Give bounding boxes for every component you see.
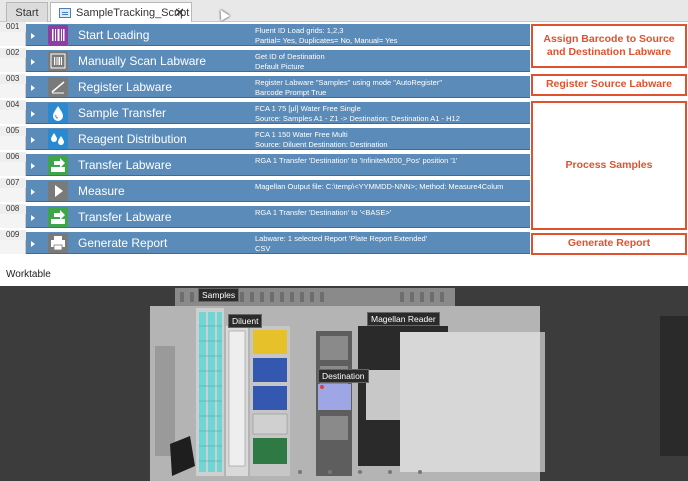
droplet-icon xyxy=(48,103,68,123)
barcode-scan-icon xyxy=(48,51,68,71)
step-bar[interactable]: Generate Report Labware: 1 selected Repo… xyxy=(26,232,530,254)
step-detail-line1: FCA 1 75 [µl] Water Free Single xyxy=(255,104,361,113)
step-number-gutter xyxy=(0,136,26,150)
tab-start[interactable]: Start xyxy=(6,2,48,22)
tab-sampletracking-script[interactable]: SampleTracking_Script ✕ xyxy=(50,2,192,22)
step-detail-line1: Magellan Output file: C:\temp\<YYMMDD-NN… xyxy=(255,182,504,191)
step-detail-line1: RGA 1 Transfer 'Destination' to '<BASE>' xyxy=(255,208,392,217)
step-number-gutter xyxy=(0,214,26,228)
expand-arrow-icon[interactable] xyxy=(31,189,35,195)
step-bar[interactable]: Start Loading Fluent ID Load grids: 1,2,… xyxy=(26,24,530,46)
label-destination: Destination xyxy=(318,369,369,383)
label-samples: Samples xyxy=(198,288,240,302)
callout-generate-report: Generate Report xyxy=(531,233,687,255)
step-number: 008 xyxy=(0,204,26,214)
step-name: Manually Scan Labware xyxy=(78,54,207,68)
register-icon xyxy=(48,77,68,97)
callout-assign-barcode: Assign Barcode to Source and Destination… xyxy=(531,24,687,68)
tab-script-label: SampleTracking_Script xyxy=(76,6,190,19)
step-detail-line1: RGA 1 Transfer 'Destination' to 'Infinit… xyxy=(255,156,458,165)
script-step-row[interactable]: 008 Transfer Labware RGA 1 Transfer 'Des… xyxy=(0,204,688,228)
step-name: Start Loading xyxy=(78,28,150,42)
expand-arrow-icon[interactable] xyxy=(31,59,35,65)
expand-arrow-icon[interactable] xyxy=(31,241,35,247)
multi-droplet-icon xyxy=(48,129,68,149)
step-detail-line2: Default Picture xyxy=(255,62,305,71)
script-step-row[interactable]: 003 Register Labware Register Labware "S… xyxy=(0,74,688,98)
script-step-row[interactable]: 004 Sample Transfer FCA 1 75 [µl] Water … xyxy=(0,100,688,124)
play-icon xyxy=(48,181,68,201)
tab-bar: Start SampleTracking_Script ✕ xyxy=(0,0,688,22)
step-name: Sample Transfer xyxy=(78,106,167,120)
step-bar[interactable]: Transfer Labware RGA 1 Transfer 'Destina… xyxy=(26,154,530,176)
expand-arrow-icon[interactable] xyxy=(31,111,35,117)
script-step-row[interactable]: 005 Reagent Distribution FCA 1 150 Water… xyxy=(0,126,688,150)
script-step-row[interactable]: 002 Manually Scan Labware Get ID of Dest… xyxy=(0,48,688,72)
step-number-gutter xyxy=(0,110,26,124)
script-step-row[interactable]: 001 Start Loading Fluent ID Load grids: … xyxy=(0,22,688,46)
transfer-icon xyxy=(48,207,68,227)
step-number-gutter xyxy=(0,162,26,176)
worktable-3d-view[interactable]: Samples Diluent Magellan Reader Destinat… xyxy=(0,286,688,481)
step-name: Register Labware xyxy=(78,80,173,94)
step-number: 006 xyxy=(0,152,26,162)
mouse-cursor-icon xyxy=(216,7,230,21)
close-tab-icon[interactable]: ✕ xyxy=(174,5,185,20)
expand-arrow-icon[interactable] xyxy=(31,163,35,169)
script-step-list: 001 Start Loading Fluent ID Load grids: … xyxy=(0,22,688,258)
step-detail-line2: CSV xyxy=(255,244,271,253)
transfer-icon xyxy=(48,155,68,175)
step-detail-line2: Barcode Prompt True xyxy=(255,88,327,97)
worktable-deck-graphic xyxy=(150,288,688,481)
script-step-row[interactable]: 006 Transfer Labware RGA 1 Transfer 'Des… xyxy=(0,152,688,176)
step-bar[interactable]: Measure Magellan Output file: C:\temp\<Y… xyxy=(26,180,530,202)
label-magellan-reader: Magellan Reader xyxy=(367,312,440,326)
step-bar[interactable]: Manually Scan Labware Get ID of Destinat… xyxy=(26,50,530,72)
step-number: 005 xyxy=(0,126,26,136)
step-bar[interactable]: Transfer Labware RGA 1 Transfer 'Destina… xyxy=(26,206,530,228)
step-number-gutter xyxy=(0,58,26,72)
script-document-icon xyxy=(59,7,71,18)
step-number: 009 xyxy=(0,230,26,240)
step-bar[interactable]: Register Labware Register Labware "Sampl… xyxy=(26,76,530,98)
step-name: Measure xyxy=(78,184,125,198)
step-detail-line2: Partial= Yes, Duplicates= No, Manual= Ye… xyxy=(255,36,398,45)
step-number: 004 xyxy=(0,100,26,110)
step-detail-line1: Register Labware "Samples" using mode "A… xyxy=(255,78,442,87)
step-detail-line1: Get ID of Destination xyxy=(255,52,325,61)
callout-register-source: Register Source Labware xyxy=(531,74,687,96)
step-bar[interactable]: Sample Transfer FCA 1 75 [µl] Water Free… xyxy=(26,102,530,124)
expand-arrow-icon[interactable] xyxy=(31,85,35,91)
step-number-gutter xyxy=(0,32,26,46)
expand-arrow-icon[interactable] xyxy=(31,33,35,39)
script-step-row[interactable]: 007 Measure Magellan Output file: C:\tem… xyxy=(0,178,688,202)
step-detail-line1: Fluent ID Load grids: 1,2,3 xyxy=(255,26,344,35)
step-detail-line1: FCA 1 150 Water Free Multi xyxy=(255,130,348,139)
expand-arrow-icon[interactable] xyxy=(31,137,35,143)
step-name: Reagent Distribution xyxy=(78,132,187,146)
label-diluent: Diluent xyxy=(228,314,263,328)
step-number: 002 xyxy=(0,48,26,58)
step-number: 007 xyxy=(0,178,26,188)
step-detail-line1: Labware: 1 selected Report 'Plate Report… xyxy=(255,234,428,243)
script-step-row[interactable]: 009 Generate Report Labware: 1 selected … xyxy=(0,230,688,254)
barcode-icon xyxy=(48,25,68,45)
step-name: Transfer Labware xyxy=(78,158,172,172)
step-detail-line2: Source: Samples A1 - Z1 -> Destination: … xyxy=(255,114,460,123)
step-number: 003 xyxy=(0,74,26,84)
step-name: Transfer Labware xyxy=(78,210,172,224)
callout-process-samples: Process Samples xyxy=(531,101,687,230)
step-number-gutter xyxy=(0,84,26,98)
step-number-gutter xyxy=(0,188,26,202)
worktable-title: Worktable xyxy=(0,262,688,286)
step-number: 001 xyxy=(0,22,26,32)
step-detail-line2: Source: Diluent Destination: Destination xyxy=(255,140,388,149)
expand-arrow-icon[interactable] xyxy=(31,215,35,221)
printer-icon xyxy=(48,233,68,253)
step-bar[interactable]: Reagent Distribution FCA 1 150 Water Fre… xyxy=(26,128,530,150)
step-name: Generate Report xyxy=(78,236,168,250)
step-number-gutter xyxy=(0,240,26,254)
